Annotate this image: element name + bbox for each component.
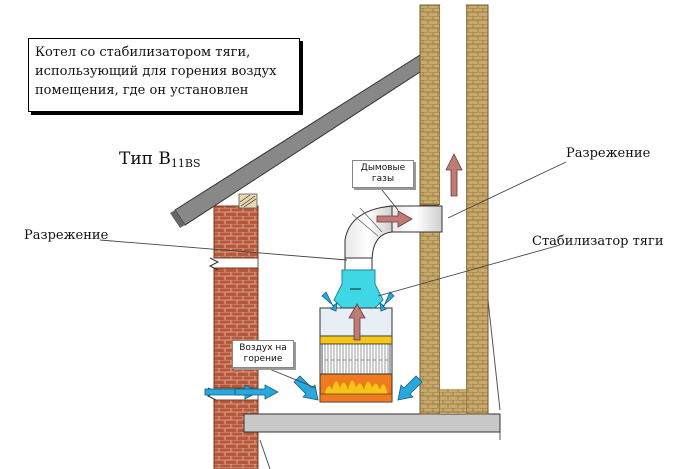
- type-label: Тип B11BS: [119, 149, 201, 170]
- caption-line-3: помещения, где он установлен: [35, 83, 249, 98]
- combustion-air-box: Воздух на горение: [232, 340, 294, 368]
- flue-gas-arrow: [376, 210, 413, 228]
- caption-line-1: Котел со стабилизатором тяги,: [35, 45, 251, 60]
- type-subscript: 11BS: [170, 157, 201, 170]
- label-rarefaction-left: Разрежение: [24, 228, 109, 243]
- flue-gas-arrow: [348, 303, 366, 341]
- caption-line-2: использующий для горения воздух: [35, 64, 277, 79]
- air-arrow: [293, 375, 319, 401]
- combustion-air-line-1: Воздух на: [239, 343, 287, 353]
- air-arrow: [321, 291, 338, 312]
- chimney: [419, 4, 489, 415]
- flue-gas-arrow: [445, 153, 463, 197]
- combustion-air-line-2: горение: [243, 354, 283, 364]
- type-prefix: Тип B: [119, 149, 171, 169]
- label-rarefaction-right: Разрежение: [566, 146, 651, 161]
- flue-gases-line-2: газы: [371, 174, 395, 184]
- brick-wall: [206, 205, 259, 469]
- label-draft-stabilizer: Стабилизатор тяги: [532, 234, 664, 249]
- air-arrow: [397, 375, 423, 401]
- air-arrow: [204, 384, 279, 400]
- vent-grille-icon: [238, 193, 258, 209]
- flue-gases-box: Дымовые газы: [352, 160, 414, 188]
- caption-box: Котел со стабилизатором тяги, использующ…: [28, 38, 300, 112]
- flue-gases-line-1: Дымовые: [360, 163, 406, 173]
- draft-stabilizer: [333, 269, 384, 309]
- leader-lines: [99, 161, 567, 389]
- floor-slab: [243, 413, 501, 433]
- air-arrow: [379, 291, 395, 312]
